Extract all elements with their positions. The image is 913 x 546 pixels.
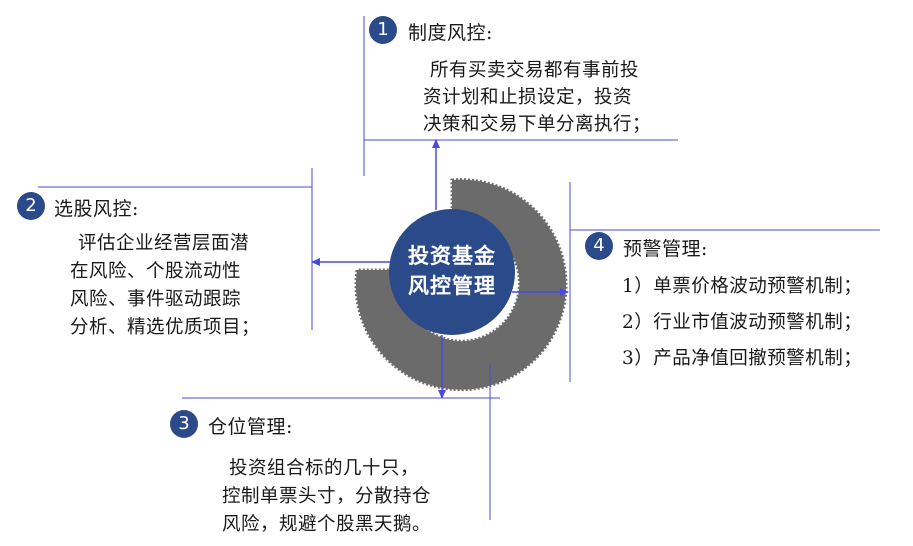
gear-ring: [354, 178, 568, 392]
section2-text-line: 评估企业经营层面潜: [78, 233, 250, 254]
section2-text-line: 分析、精选优质项目；: [70, 317, 261, 338]
section4-number-badge: 4: [585, 232, 613, 260]
center-circle: [389, 209, 515, 335]
section2-title: 选股风控:: [54, 198, 139, 220]
center-title-line2: 风控管理: [408, 273, 496, 298]
section4-text-line: 1）单票价格波动预警机制；: [622, 276, 863, 297]
section3-title: 仓位管理:: [208, 416, 293, 438]
section4-text-line: 2）行业市值波动预警机制；: [622, 312, 863, 333]
section1-text-line: 资计划和止损设定，投资: [423, 87, 633, 108]
section1-title: 制度风控:: [408, 22, 493, 44]
section1-text-line: 决策和交易下单分离执行；: [423, 114, 652, 135]
section3-text-line: 控制单票头寸，分散持仓: [222, 486, 432, 507]
section2-text-line: 风险、事件驱动跟踪: [70, 289, 242, 310]
section3-number-badge: 3: [170, 410, 198, 438]
section4-title: 预警管理:: [623, 238, 708, 260]
section3-text-line: 投资组合标的几十只，: [229, 458, 420, 479]
section2-number-badge: 2: [17, 192, 45, 220]
section1-number-badge: 1: [369, 16, 397, 44]
section4-text-line: 3）产品净值回撤预警机制；: [622, 348, 863, 369]
center-title-line1: 投资基金: [408, 243, 496, 268]
section1-text-line: 所有买卖交易都有事前投: [430, 60, 640, 81]
section2-text-line: 在风险、个股流动性: [70, 261, 242, 282]
section3-text-line: 风险，规避个股黑天鹅。: [222, 514, 432, 535]
